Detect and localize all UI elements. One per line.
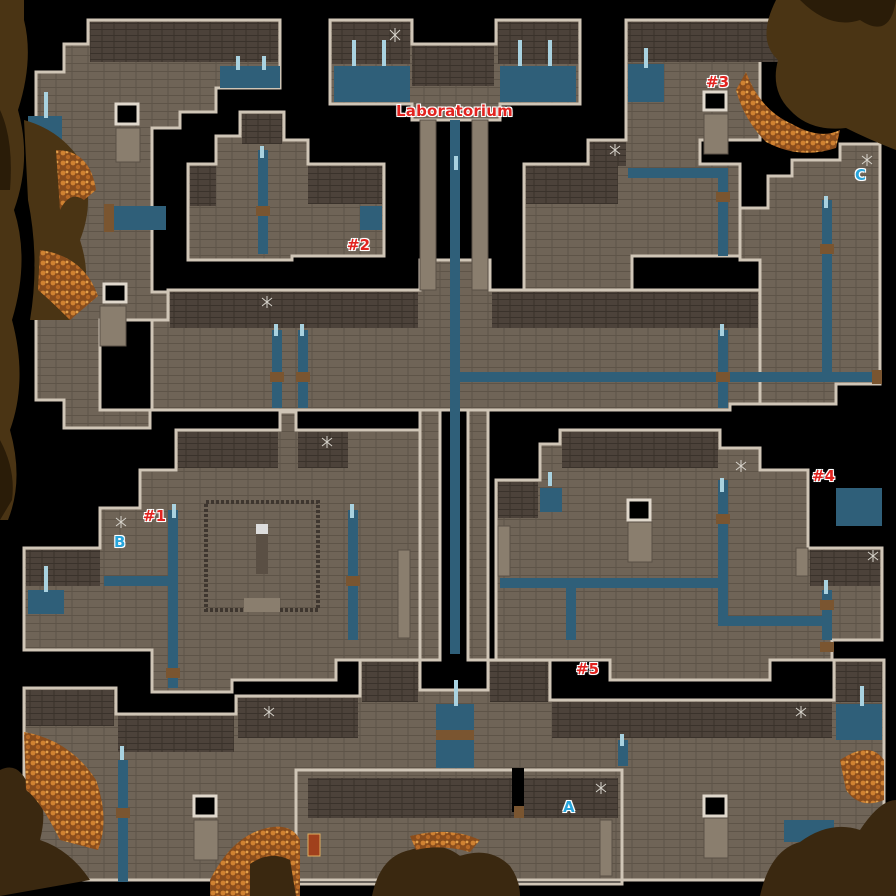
wall-room1-top bbox=[178, 432, 278, 468]
marker-4: #4 bbox=[812, 467, 836, 485]
wall-a-room bbox=[308, 778, 618, 818]
wall-room3-a bbox=[526, 166, 618, 204]
pool-right bbox=[836, 488, 882, 526]
channel-room4-h bbox=[500, 578, 722, 588]
wall-bottom-e bbox=[552, 702, 832, 738]
marker-2: #2 bbox=[347, 236, 371, 254]
wall-room4-top bbox=[562, 432, 718, 468]
pool-bottom-right bbox=[836, 704, 882, 740]
channel-main-v bbox=[450, 120, 460, 654]
wall-top-left bbox=[90, 22, 278, 62]
channel-room4-v3 bbox=[566, 588, 576, 640]
channel-room4-h2 bbox=[728, 616, 824, 626]
wall-bottom-c bbox=[362, 662, 418, 702]
wall-bands bbox=[26, 22, 882, 818]
wooden-bridges bbox=[104, 192, 882, 818]
wall-lab-right bbox=[498, 22, 578, 64]
wall-hall-right bbox=[492, 292, 758, 328]
pool-lab-right bbox=[500, 66, 576, 102]
room-marker-2 bbox=[186, 110, 386, 262]
wall-room1-left bbox=[26, 550, 100, 586]
pool-lab-left bbox=[334, 66, 410, 102]
room-a-divider bbox=[512, 768, 524, 812]
altar-enclosure bbox=[204, 500, 320, 612]
marker-b: B bbox=[114, 533, 126, 551]
channel-room1-v1 bbox=[168, 510, 178, 688]
wall-room1-right bbox=[298, 432, 348, 468]
channel-main-h bbox=[460, 372, 876, 382]
wall-room4-right bbox=[810, 550, 880, 586]
wall-room2-a bbox=[242, 114, 282, 144]
channel-room4-v1 bbox=[718, 480, 728, 626]
wall-hall-left bbox=[170, 292, 418, 328]
wall-lab-left bbox=[332, 22, 410, 64]
channel-room2-v bbox=[258, 150, 268, 254]
channel-room4-v2 bbox=[822, 590, 832, 640]
channel-room3-v bbox=[718, 168, 728, 256]
channel-room-c-v bbox=[822, 200, 832, 376]
channel-bottom-left-v bbox=[118, 760, 128, 882]
pool-top-right bbox=[628, 64, 664, 102]
wall-room4-left bbox=[498, 482, 538, 518]
room-marker-1 bbox=[22, 410, 422, 694]
pits bbox=[102, 90, 728, 818]
wall-top-right bbox=[628, 22, 778, 62]
pool-room1 bbox=[28, 590, 64, 614]
map-title: Laboratorium bbox=[396, 102, 513, 120]
channel-hall-v1 bbox=[272, 330, 282, 408]
stairs bbox=[99, 113, 809, 877]
wall-bottom-left bbox=[26, 690, 114, 726]
channel-hall-v2 bbox=[298, 330, 308, 408]
cobwebs bbox=[115, 28, 879, 794]
channel-hall-v3 bbox=[718, 330, 728, 408]
channel-bottom-v bbox=[618, 740, 628, 766]
marker-3: #3 bbox=[706, 73, 730, 91]
channel-left-h bbox=[104, 206, 166, 230]
marker-a: A bbox=[563, 798, 575, 816]
chest bbox=[307, 833, 321, 857]
water-spouts bbox=[44, 40, 864, 760]
wall-room2-c bbox=[190, 166, 216, 206]
marker-c: C bbox=[855, 166, 867, 184]
wall-room2-b bbox=[308, 166, 382, 204]
wall-bottom-b bbox=[238, 698, 358, 738]
channel-room1-h bbox=[104, 576, 168, 586]
wall-room3-b bbox=[590, 142, 626, 166]
channel-room3-h bbox=[628, 168, 728, 178]
marker-1: #1 bbox=[143, 507, 167, 525]
wall-bottom-a bbox=[118, 716, 234, 752]
wall-bottom-right bbox=[836, 662, 882, 702]
pool-room2 bbox=[360, 206, 382, 230]
wall-lab-center bbox=[412, 46, 494, 86]
room-marker-c bbox=[738, 142, 882, 406]
channel-room1-v2 bbox=[348, 510, 358, 640]
water-channels bbox=[28, 64, 882, 882]
pool-room4 bbox=[540, 488, 562, 512]
marker-5: #5 bbox=[576, 660, 600, 678]
wall-bottom-d bbox=[490, 662, 548, 702]
pool-top-left bbox=[220, 66, 280, 88]
